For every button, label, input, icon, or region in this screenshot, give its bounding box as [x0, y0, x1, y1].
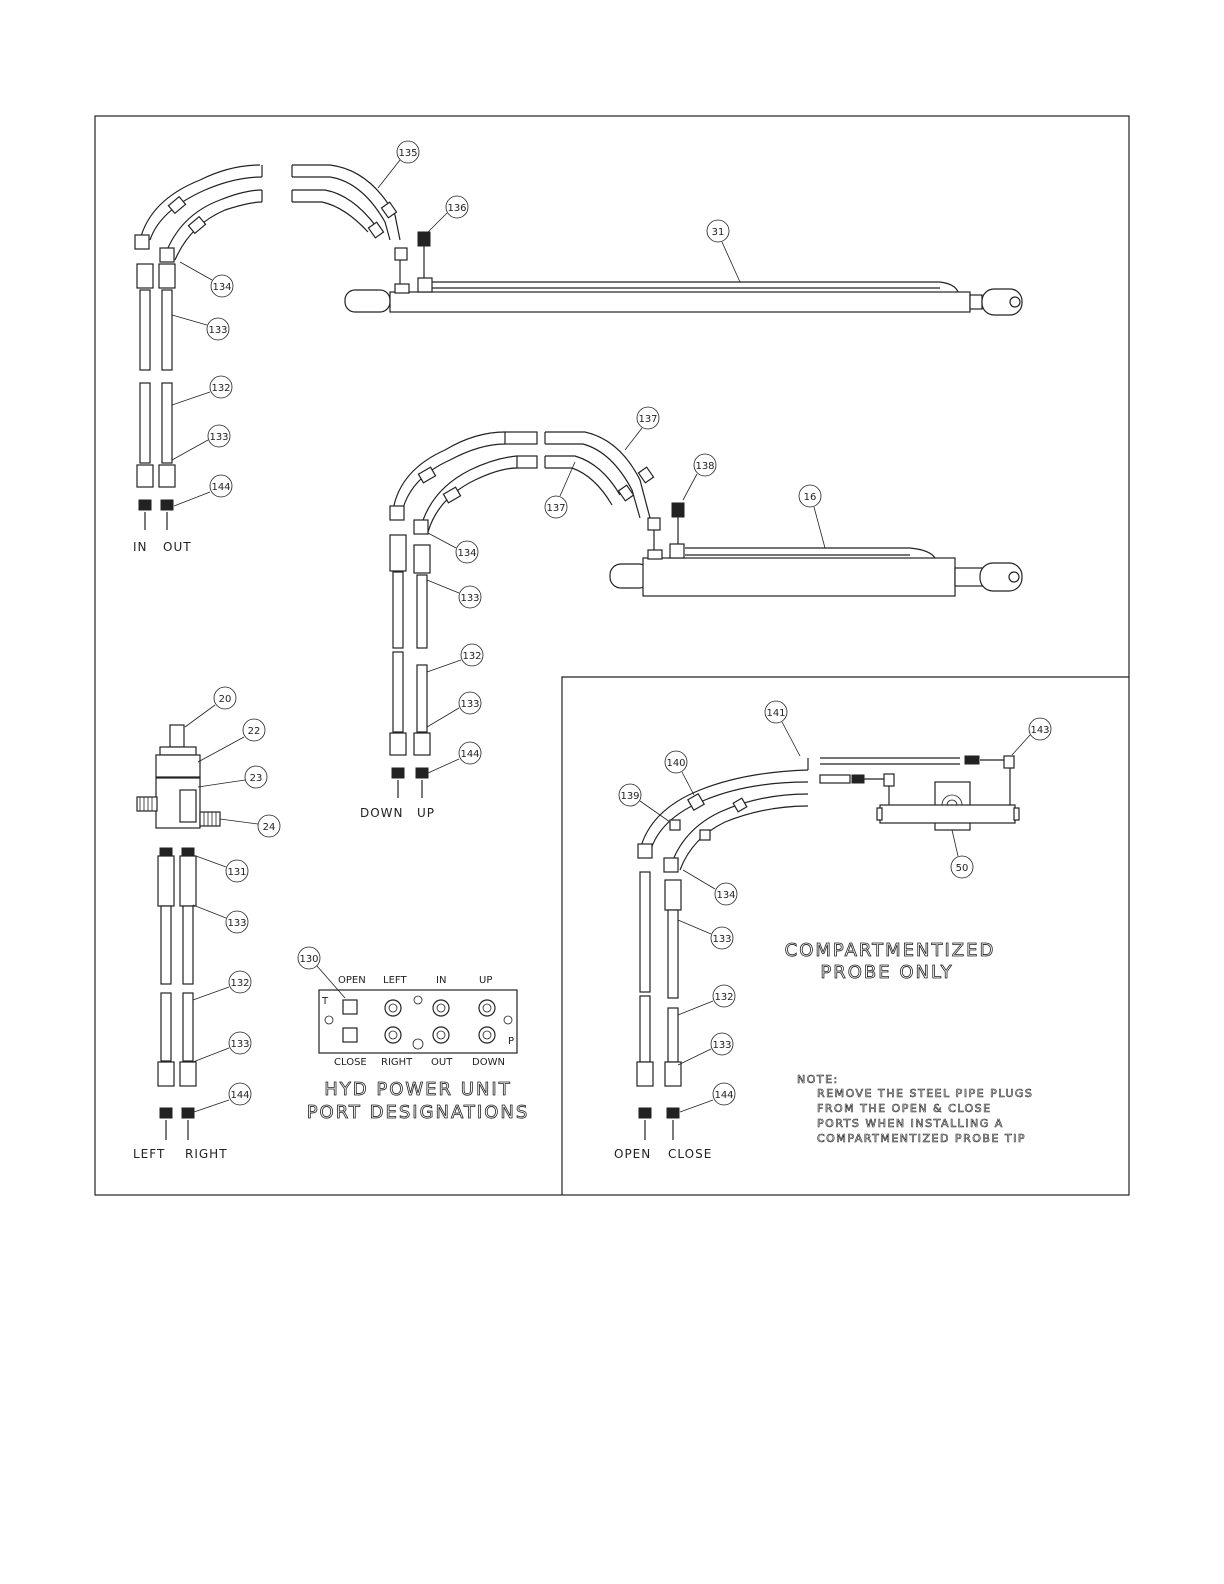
label-out: OUT [163, 540, 192, 554]
label-right: RIGHT [185, 1147, 228, 1161]
callout-133-h: 133 [712, 1040, 731, 1051]
callout-137-a: 137 [638, 414, 657, 425]
port-label-out: OUT [431, 1057, 453, 1068]
drawing-frame [94, 115, 1130, 1196]
compartment-title-1: COMPARTMENTIZED [785, 940, 996, 961]
compartment-inset-box [561, 676, 1129, 1195]
port-close-plug [342, 1027, 358, 1043]
port-panel-title-1: HYD POWER UNIT [324, 1079, 511, 1100]
callout-144-d: 144 [714, 1090, 733, 1101]
callouts-cylinder-31: 135 136 31 134 133 132 133 144 IN OUT [133, 140, 741, 554]
callouts-cylinder-16: 137 137 138 16 134 133 132 133 144 DOWN … [360, 406, 826, 820]
port-panel-title-2: PORT DESIGNATIONS [307, 1102, 530, 1123]
callout-132-a: 132 [211, 383, 230, 394]
callout-141: 141 [766, 708, 785, 719]
note-line-1: REMOVE THE STEEL PIPE PLUGS [817, 1087, 1033, 1100]
callout-139: 139 [620, 791, 639, 802]
note-line-2: FROM THE OPEN & CLOSE [817, 1102, 992, 1115]
callout-136: 136 [447, 203, 466, 214]
label-left: LEFT [133, 1147, 165, 1161]
callout-134-b: 134 [457, 548, 476, 559]
callout-133-d: 133 [460, 699, 479, 710]
callout-138: 138 [695, 461, 714, 472]
callout-143: 143 [1030, 725, 1049, 736]
port-open-plug [342, 999, 358, 1015]
callout-144-b: 144 [460, 749, 479, 760]
callout-23: 23 [250, 773, 263, 784]
port-t-marker: T [321, 996, 329, 1007]
assembly-cylinder-31 [134, 164, 1023, 530]
port-label-open: OPEN [338, 975, 366, 986]
label-in: IN [133, 540, 148, 554]
callout-133-a: 133 [208, 325, 227, 336]
port-p-marker: P [508, 1036, 514, 1047]
port-label-close: CLOSE [334, 1057, 367, 1068]
callout-134-c: 134 [716, 890, 735, 901]
callout-132-c: 132 [230, 978, 249, 989]
callout-144-c: 144 [230, 1090, 249, 1101]
callout-144-a: 144 [211, 482, 230, 493]
callout-24: 24 [263, 822, 276, 833]
callout-135: 135 [398, 148, 417, 159]
port-panel-box [318, 989, 518, 1054]
label-up: UP [417, 806, 435, 820]
callouts-valve: 20 22 23 24 131 133 132 133 144 LEFT RIG… [133, 686, 281, 1161]
callout-16: 16 [804, 492, 817, 503]
callouts-compartmentized: 141 143 140 139 50 134 133 132 133 144 O… [614, 700, 1052, 1161]
callout-134-a: 134 [212, 282, 231, 293]
note-heading: NOTE: [797, 1073, 839, 1086]
callout-133-e: 133 [227, 918, 246, 929]
callout-133-g: 133 [712, 934, 731, 945]
callout-22: 22 [248, 726, 261, 737]
callout-137-b: 137 [546, 503, 565, 514]
note-line-3: PORTS WHEN INSTALLING A [817, 1117, 1004, 1130]
port-label-left: LEFT [383, 975, 407, 986]
note-line-4: COMPARTMENTIZED PROBE TIP [817, 1132, 1026, 1145]
callout-140: 140 [666, 758, 685, 769]
label-close: CLOSE [668, 1147, 712, 1161]
label-open: OPEN [614, 1147, 651, 1161]
callout-20: 20 [219, 694, 232, 705]
assembly-cylinder-16 [389, 431, 1023, 798]
callout-31: 31 [712, 227, 725, 238]
label-down: DOWN [360, 806, 404, 820]
port-label-right: RIGHT [381, 1057, 413, 1068]
callout-133-c: 133 [460, 593, 479, 604]
callout-132-d: 132 [714, 992, 733, 1003]
port-label-up: UP [479, 975, 492, 986]
callout-133-f: 133 [230, 1039, 249, 1050]
port-label-in: IN [436, 975, 446, 986]
port-label-down: DOWN [472, 1057, 505, 1068]
callout-131: 131 [227, 867, 246, 878]
assembly-valve-left-right [136, 724, 221, 1140]
port-designation-panel: 130 OPEN LEFT IN UP CLOSE RIGHT OUT DOWN… [297, 946, 530, 1123]
callout-50: 50 [956, 863, 969, 874]
callout-132-b: 132 [462, 651, 481, 662]
compartment-title-2: PROBE ONLY [820, 962, 953, 983]
callout-130: 130 [299, 954, 318, 965]
callout-133-b: 133 [209, 432, 228, 443]
assembly-compartmentized-probe [636, 755, 1020, 1140]
